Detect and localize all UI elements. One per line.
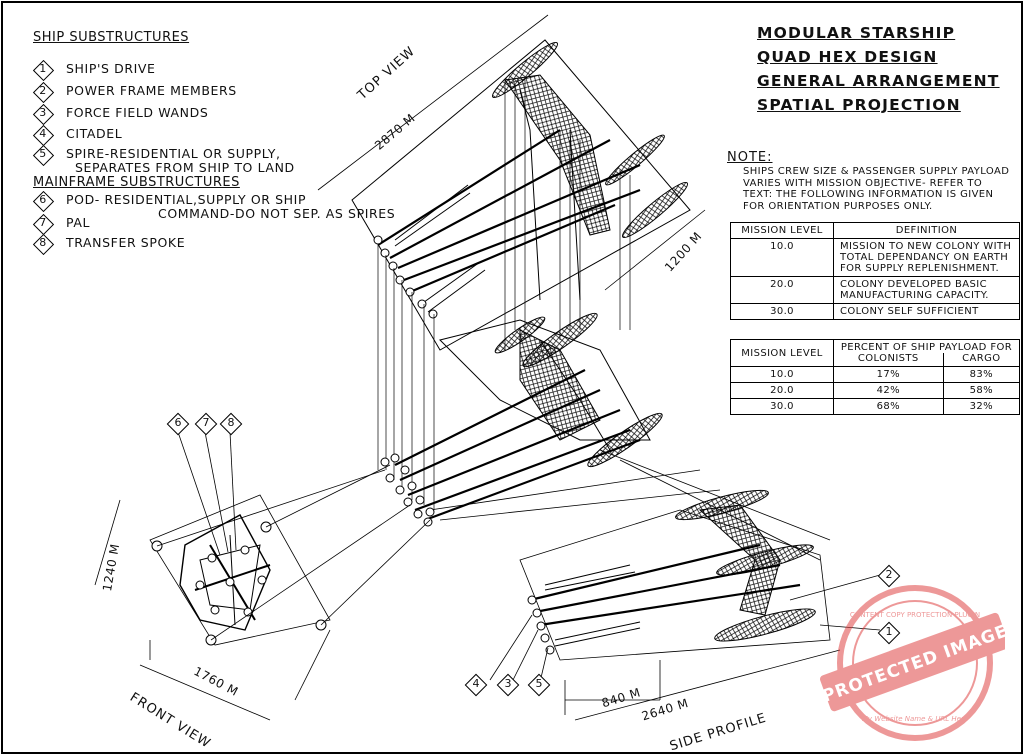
legend-item-citadel: 4 CITADEL: [32, 124, 123, 147]
callout-6: 6: [166, 412, 190, 436]
definition-line: MANUFACTURING CAPACITY.: [840, 290, 989, 301]
mission-level-cell: 30.0: [730, 398, 834, 415]
legend-item-label: TRANSFER SPOKE: [66, 235, 186, 250]
table-row: 20.0 COLONY DEVELOPED BASIC MANUFACTURIN…: [730, 276, 1020, 304]
item-number-marker: 8: [32, 233, 55, 256]
callout-1: 1: [877, 621, 901, 645]
legend-item-label: SHIP'S DRIVE: [66, 61, 156, 76]
column-header: MISSION LEVEL: [730, 339, 834, 367]
table-header-row: MISSION LEVEL PERCENT OF SHIP PAYLOAD FO…: [730, 339, 1020, 367]
column-subheader: COLONISTS: [833, 353, 944, 367]
item-number-marker: 6: [32, 190, 55, 213]
title-line-2: QUAD HEX DESIGN: [757, 48, 938, 66]
definition-cell: COLONY SELF SUFFICIENT: [833, 303, 1020, 320]
cargo-cell: 83%: [942, 366, 1021, 383]
callout-4: 4: [464, 673, 488, 697]
cargo-cell: 58%: [942, 382, 1021, 399]
colonists-cell: 42%: [833, 382, 944, 399]
legend-item-label: SPIRE-RESIDENTIAL OR SUPPLY,: [66, 146, 281, 161]
mission-level-cell: 10.0: [730, 366, 834, 383]
table-subheader-row: COLONISTS CARGO: [731, 353, 1021, 367]
legend-item-pod: 6 POD- RESIDENTIAL,SUPPLY OR SHIP COMMAN…: [32, 190, 396, 221]
legend-item-label: POWER FRAME MEMBERS: [66, 83, 237, 98]
cargo-cell: 32%: [942, 398, 1021, 415]
callout-3: 3: [496, 673, 520, 697]
legend-item-label: FORCE FIELD WANDS: [66, 105, 209, 120]
table-row: 20.0 42% 58%: [730, 382, 1021, 399]
table-row: 30.0 68% 32%: [730, 398, 1021, 415]
legend-item-label: PAL: [66, 215, 91, 230]
colonists-cell: 68%: [833, 398, 944, 415]
colonists-cell: 17%: [833, 366, 944, 383]
definition-line: TOTAL DEPENDANCY ON EARTH: [840, 252, 1009, 263]
column-subheader: CARGO: [942, 353, 1021, 367]
item-number-marker: 5: [32, 144, 55, 167]
top-view-drawing: [351, 39, 691, 351]
definition-line: COLONY DEVELOPED BASIC: [840, 279, 987, 290]
item-number-marker: 1: [32, 59, 55, 82]
note-line: SHIPS CREW SIZE & PASSENGER SUPPLY PAYLO…: [743, 166, 1010, 177]
callout-5: 5: [527, 673, 551, 697]
callout-2: 2: [877, 564, 901, 588]
mission-level-cell: 20.0: [730, 276, 834, 304]
callout-7: 7: [194, 412, 218, 436]
definition-cell: COLONY DEVELOPED BASIC MANUFACTURING CAP…: [833, 276, 1020, 304]
note-line: FOR ORIENTATION PURPOSES ONLY.: [743, 200, 933, 212]
payload-percent-table: MISSION LEVEL PERCENT OF SHIP PAYLOAD FO…: [730, 339, 1021, 415]
callout-8: 8: [219, 412, 243, 436]
isometric-frame: [380, 312, 831, 561]
item-number-marker: 7: [32, 213, 55, 236]
note-body: SHIPS CREW SIZE & PASSENGER SUPPLY PAYLO…: [743, 166, 1009, 212]
dim-line-top-length: [317, 14, 549, 191]
legend-item-label: CITADEL: [66, 126, 123, 141]
mission-level-cell: 20.0: [730, 382, 834, 399]
title-line-4: SPATIAL PROJECTION: [757, 96, 961, 114]
dim-line-top-width: [604, 209, 706, 291]
note-line: VARIES WITH MISSION OBJECTIVE- REFER TO: [743, 177, 983, 189]
protected-image-watermark: PROTECTED IMAGE CONTENT COPY PROTECTION …: [815, 575, 1011, 745]
mission-level-cell: 10.0: [730, 238, 834, 277]
watermark-arc-text: CONTENT COPY PROTECTION PLUGIN: [850, 611, 980, 619]
table-row: 10.0 MISSION TO NEW COLONY WITH TOTAL DE…: [730, 238, 1020, 277]
legend-item-transfer-spoke: 8 TRANSFER SPOKE: [32, 233, 186, 256]
projection-lines: [377, 80, 631, 510]
watermark-sub-text: My Website Name & URL Here: [862, 715, 968, 723]
front-view-drawing: [94, 431, 431, 721]
title-line-3: GENERAL ARRANGEMENT: [757, 72, 1000, 90]
mission-definition-table: MISSION LEVEL DEFINITION 10.0 MISSION TO…: [730, 222, 1020, 320]
definition-cell: MISSION TO NEW COLONY WITH TOTAL DEPENDA…: [833, 238, 1020, 277]
mainframe-substructures-heading: MAINFRAME SUBSTRUCTURES: [33, 175, 240, 190]
legend-item-spire: 5 SPIRE-RESIDENTIAL OR SUPPLY, SEPARATES…: [32, 144, 295, 175]
legend-item-label-continued: SEPARATES FROM SHIP TO LAND: [75, 160, 295, 175]
legend-item-label: POD- RESIDENTIAL,SUPPLY OR SHIP: [66, 192, 307, 207]
column-header: DEFINITION: [833, 222, 1020, 239]
table-header-row: MISSION LEVEL DEFINITION: [730, 222, 1020, 239]
ship-substructures-heading: SHIP SUBSTRUCTURES: [33, 30, 190, 45]
legend-item-ships-drive: 1 SHIP'S DRIVE: [32, 59, 156, 82]
definition-line: FOR SUPPLY REPLENISHMENT.: [840, 263, 1000, 274]
item-number-marker: 3: [32, 103, 55, 126]
note-line: TEXT: THE FOLLOWING INFORMATION IS GIVEN: [743, 189, 994, 200]
legend-item-pal: 7 PAL: [32, 213, 91, 236]
item-number-marker: 2: [32, 81, 55, 104]
column-header: MISSION LEVEL: [730, 222, 834, 239]
mission-level-cell: 30.0: [730, 303, 834, 320]
legend-item-power-frame: 2 POWER FRAME MEMBERS: [32, 81, 237, 104]
definition-line: MISSION TO NEW COLONY WITH: [840, 241, 1012, 252]
definition-line: COLONY SELF SUFFICIENT: [840, 306, 979, 317]
table-row: 10.0 17% 83%: [730, 366, 1021, 383]
title-line-1: MODULAR STARSHIP: [757, 24, 956, 42]
table-row: 30.0 COLONY SELF SUFFICIENT: [730, 303, 1020, 320]
legend-item-label-continued: COMMAND-DO NOT SEP. AS SPIRES: [158, 206, 396, 221]
note-heading: NOTE:: [727, 150, 773, 165]
legend-item-force-field-wands: 3 FORCE FIELD WANDS: [32, 103, 209, 126]
column-header: PERCENT OF SHIP PAYLOAD FOR: [833, 339, 1020, 353]
item-number-marker: 4: [32, 124, 55, 147]
